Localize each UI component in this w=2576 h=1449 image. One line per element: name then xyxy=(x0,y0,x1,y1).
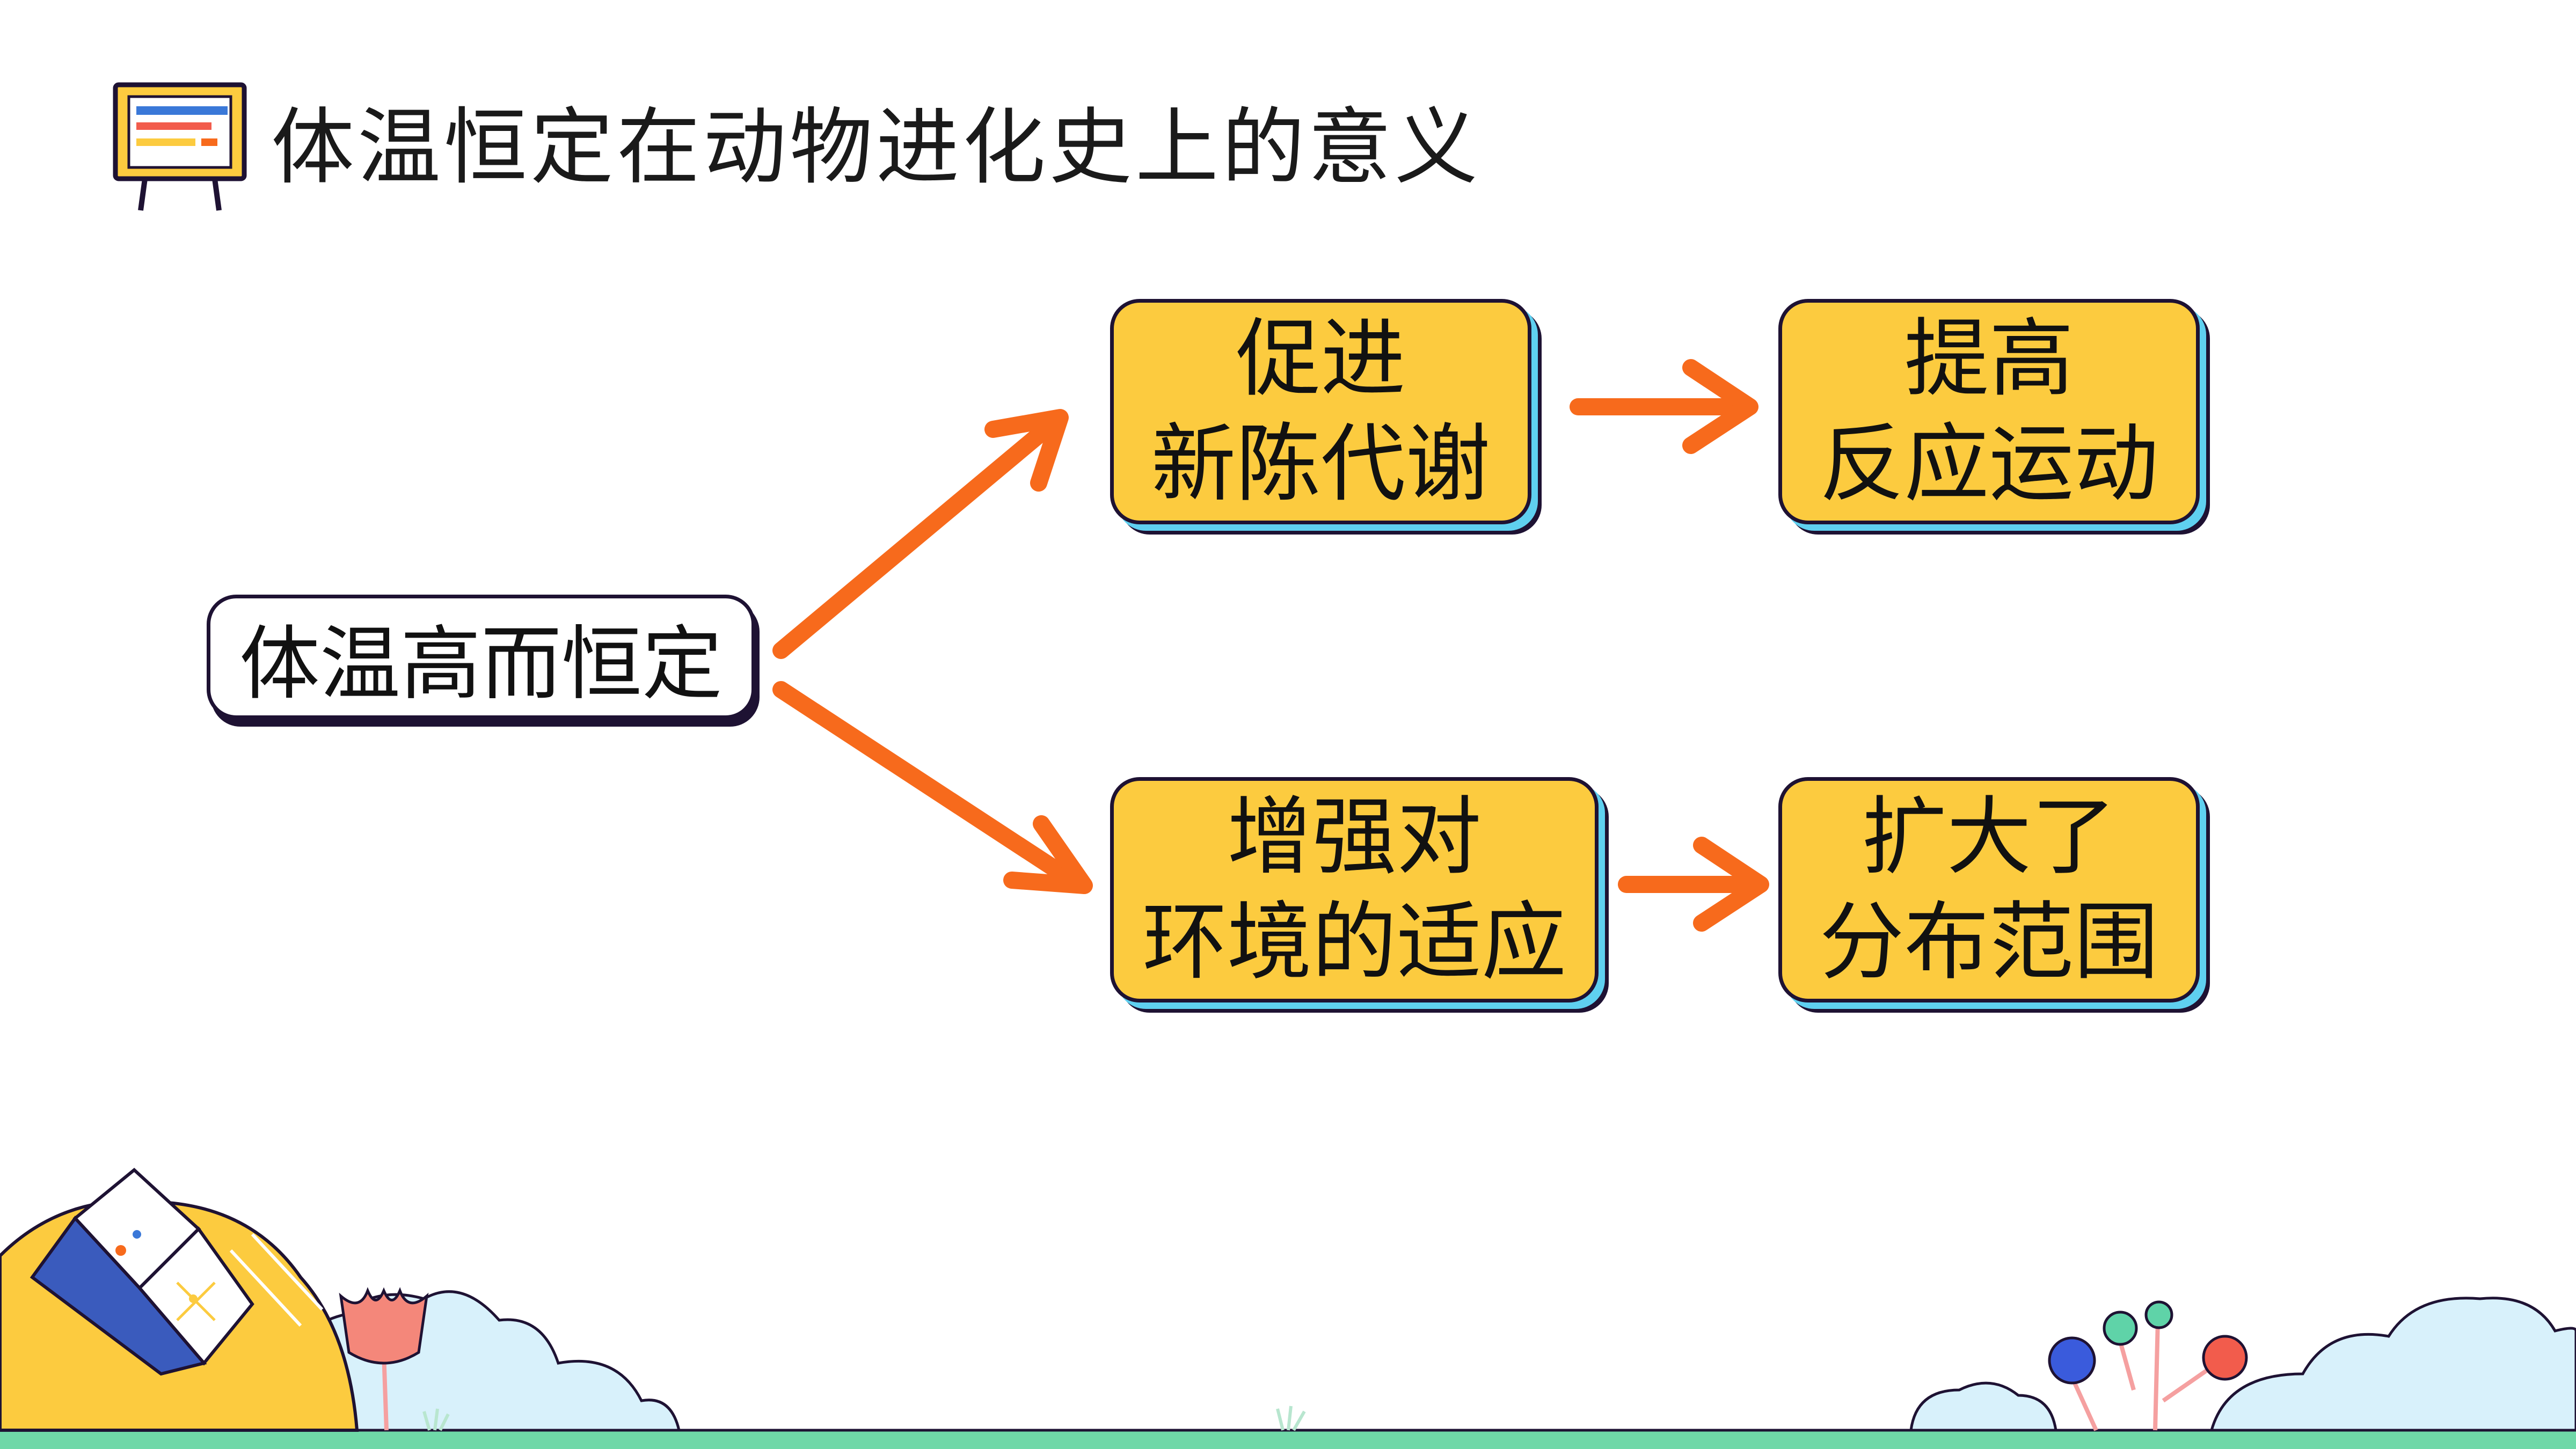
tulip-icon xyxy=(339,1287,429,1431)
arrow-branch-2-cause-to-effect xyxy=(1618,837,1769,932)
cloud-left xyxy=(272,1290,681,1432)
branch-2-effect-line-2: 分布范围 xyxy=(1819,893,2159,992)
slide-title: 体温恒定在动物进化史上的意义 xyxy=(271,99,1481,196)
arrow-branch-1-cause-to-effect xyxy=(1570,359,1758,454)
branch-1-cause-node: 促进 新陈代谢 xyxy=(1110,299,1531,524)
arrow-root-to-branch-2 xyxy=(772,681,1093,894)
branch-1-effect-line-2: 反应运动 xyxy=(1819,415,2159,514)
root-node: 体温高而恒定 xyxy=(207,595,755,719)
branch-2-cause-line-1: 增强对 xyxy=(1227,788,1482,887)
branch-2-cause-line-2: 环境的适应 xyxy=(1142,893,1566,992)
ground-strip xyxy=(0,1430,2576,1449)
branch-2-cause-node: 增强对 环境的适应 xyxy=(1110,777,1599,1002)
branch-1-effect-node: 提高 反应运动 xyxy=(1778,299,2200,524)
branch-1-cause-line-2: 新陈代谢 xyxy=(1151,415,1491,514)
ball-tree-icon xyxy=(1909,1297,2576,1432)
branch-1-cause-line-1: 促进 xyxy=(1236,310,1406,408)
arrow-root-to-branch-1 xyxy=(772,409,1069,659)
grass-tufts xyxy=(422,1406,1306,1431)
branch-2-effect-line-1: 扩大了 xyxy=(1862,788,2117,887)
open-book-icon xyxy=(0,1168,359,1432)
root-node-label: 体温高而恒定 xyxy=(239,617,723,711)
branch-2-effect-node: 扩大了 分布范围 xyxy=(1778,777,2200,1002)
branch-1-effect-line-1: 提高 xyxy=(1904,310,2074,408)
